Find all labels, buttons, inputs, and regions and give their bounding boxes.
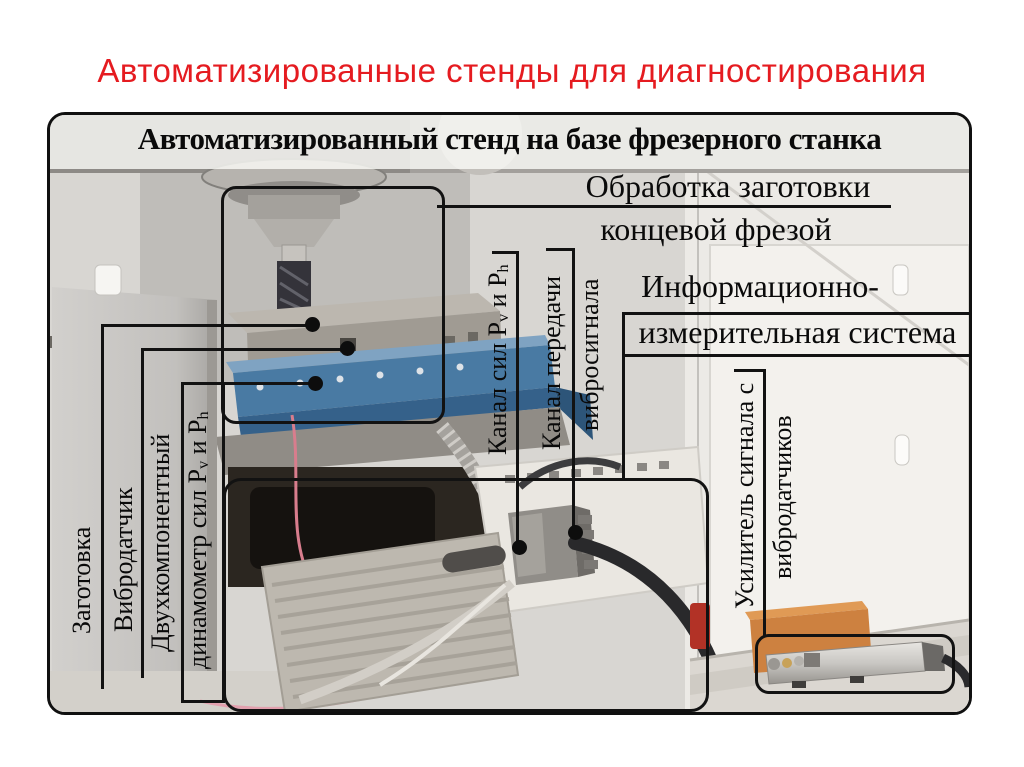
label-amplifier-line1: Усилитель сигнала с: [730, 382, 759, 610]
callout-box-amplifier: [755, 634, 955, 694]
callout-box-instrument: [223, 478, 709, 712]
instrument-illustration: [260, 445, 729, 712]
label-dynamometer-line2: динамометр сил Pv и Ph: [183, 411, 213, 669]
callout-line-processing: [437, 205, 891, 208]
callout-dot-vibro-channel: [568, 525, 583, 540]
callout-line-sensor-h: [141, 348, 350, 351]
callout-line-workpiece-h: [101, 324, 315, 327]
callout-line-sensor-v: [141, 348, 144, 678]
label-vibro-channel-line2: вибросигнала: [575, 278, 604, 432]
photo-header-bar: Автоматизированный стенд на базе фрезерн…: [50, 115, 969, 169]
callout-dot-force-channel: [512, 540, 527, 555]
label-processing-line2: концевой фрезой: [600, 211, 832, 247]
callout-line-ims-drop: [622, 312, 625, 480]
callout-line-vibro-channel-v: [572, 248, 575, 535]
label-ims-line2: измерительная система: [638, 314, 957, 350]
callout-line-ims-bottom: [622, 354, 969, 357]
label-ims-line1: Информационно-: [641, 268, 879, 304]
callout-line-ims-top: [622, 312, 969, 315]
label-vibro-channel-line1: Канал передачи: [537, 275, 566, 450]
label-vibration-sensor: Вибродатчик: [109, 487, 138, 633]
callout-line-force-channel-cap: [492, 251, 519, 254]
callout-line-amplifier-cap: [734, 369, 766, 372]
callout-dot-sensor: [340, 341, 355, 356]
callout-dot-workpiece: [305, 317, 320, 332]
label-processing-line1: Обработка заготовки: [585, 168, 871, 204]
callout-line-vibro-channel-cap: [546, 248, 575, 251]
label-dynamometer-line1: Двухкомпонентный: [146, 433, 175, 652]
photo-panel: Автоматизированный стенд на базе фрезерн…: [47, 112, 972, 715]
callout-line-force-channel-v: [516, 251, 519, 550]
label-force-channel: Канал сил Pv и Ph: [483, 264, 513, 456]
label-workpiece: Заготовка: [67, 526, 96, 634]
slide-title: Автоматизированные стенды для диагностир…: [97, 52, 927, 89]
cabinet-illustration: [50, 264, 381, 712]
callout-line-amplifier-v: [763, 369, 766, 637]
dynamometer-illustration: [215, 335, 593, 475]
callout-line-dynamometer-h: [181, 382, 318, 385]
callout-box-cutter: [221, 186, 445, 424]
callout-dot-dynamometer: [308, 376, 323, 391]
photo-header-title: Автоматизированный стенд на базе фрезерн…: [137, 121, 882, 156]
callout-line-workpiece-v: [101, 324, 104, 689]
label-amplifier-line2: вибродатчиков: [768, 415, 797, 579]
